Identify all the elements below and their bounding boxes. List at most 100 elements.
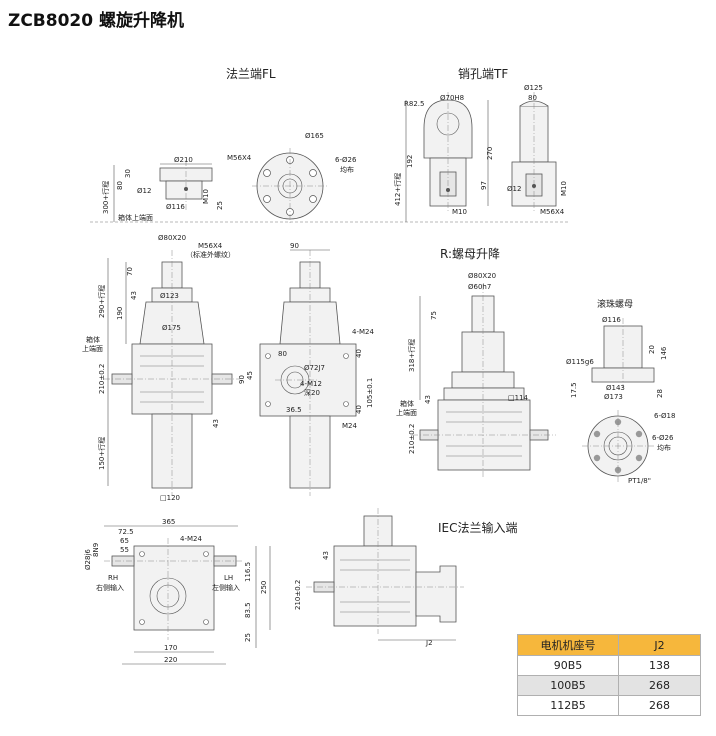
heading-flange-end: 法兰端FL [226,67,276,81]
heading-ball-nut: 滚珠螺母 [597,298,633,310]
dim-fl-d116: Ø116 [166,203,185,211]
dim-side-deep20: 深20 [304,388,320,397]
flange-side-view [159,160,213,212]
heading-nut-lift: R:螺母升降 [440,247,500,261]
dim-fl-m10: M10 [202,189,210,204]
label-r-box-a: 箱体 [400,399,414,408]
table-cell: 268 [618,675,701,696]
dim-bn-pt: PT1/8" [628,477,651,485]
dim-main-290: 290+行程 [97,285,106,318]
dim-top-1165: 116.5 [244,562,252,582]
dim-fl-d12: Ø12 [137,187,151,195]
top-view [104,538,244,640]
dim-main-d80: Ø80X20 [158,234,186,242]
table-header: J2 [618,634,701,656]
dim-r-318: 318+行程 [407,339,416,372]
table-header-row: 电机机座号 J2 [517,634,701,656]
ball-nut-side-view [591,318,655,388]
dim-bn-175: 17.5 [570,382,578,398]
label-r-box-b: 上端面 [396,408,417,417]
table-row: 100B5 268 [517,675,701,696]
dim-fl-m56: M56X4 [227,154,252,162]
dim-tf-r82: R82.5 [404,100,424,108]
dim-main-190: 190 [116,307,124,320]
dim-fl-300: 300+行程 [101,181,110,214]
table-cell: 138 [618,655,701,676]
iec-input-view [306,508,464,634]
dim-bn-20: 20 [648,345,656,354]
page-title: ZCB8020 螺旋升降机 [8,11,184,31]
dim-tf-412: 412+行程 [393,173,402,206]
dim-top-65: 65 [120,537,129,545]
dim-main-210: 210±0.2 [98,364,106,394]
dim-top-d28: Ø28j6 [84,549,92,570]
dim-r-d80: Ø80X20 [468,272,496,280]
label-top-rh: RH [108,574,118,582]
dim-main-150: 150+行程 [97,437,106,470]
nut-lift-view [412,284,556,478]
dim-top-25: 25 [244,633,252,642]
dim-side-90: 90 [290,242,299,250]
dim-fl-d210: Ø210 [174,156,193,164]
dim-main-d175: Ø175 [162,324,181,332]
pin-hole-side-view [511,92,557,212]
dim-side-105: 105±0.1 [366,378,374,408]
label-box-top: 箱体上端面 [118,213,153,222]
table-header: 电机机座号 [517,634,619,656]
flange-front-view [252,148,328,224]
table-cell: 90B5 [517,655,619,676]
ball-nut-front-view [582,410,654,482]
dim-side-40b: 40 [355,405,363,414]
dim-tf-d125: Ø125 [524,84,543,92]
dim-tf-d70: Ø70H8 [440,94,464,102]
dim-side-365: 36.5 [286,406,302,414]
dim-r-75: 75 [430,311,438,320]
dim-tf-270: 270 [486,147,494,160]
dim-main-d123: Ø123 [160,292,179,300]
dim-tf-m10a: M10 [452,208,467,216]
table-cell: 112B5 [517,695,619,716]
label-box-top-b: 上端面 [82,344,103,353]
label-top-lh-cn: 左侧输入 [212,583,240,592]
dim-bn-d115: Ø115g6 [566,358,594,366]
label-fl-even: 均布 [340,165,354,174]
heading-iec-input: IEC法兰输入端 [438,520,518,535]
dim-bn-146: 146 [660,346,668,360]
table-row: 90B5 138 [517,655,701,676]
dim-bn-28: 28 [656,389,664,398]
dim-r-43: 43 [424,395,432,404]
label-main-std: （标准外螺纹） [186,250,235,259]
label-box-top-a: 箱体 [86,335,100,344]
pin-hole-front-view [423,92,473,212]
table-cell: 268 [618,695,701,716]
motor-frame-table: 电机机座号 J2 90B5 138 100B5 268 112B5 268 [517,634,701,716]
dim-top-8n9: 8N9 [92,543,100,557]
dim-tf-192: 192 [406,155,414,168]
dim-r-210: 210±0.2 [408,424,416,454]
dim-bn-6d18: 6-Ø18 [654,412,675,420]
dim-main-43b: 43 [212,419,220,428]
dim-iec-j2: J2 [425,639,433,647]
dim-side-40a: 40 [355,349,363,358]
dim-tf-d12: Ø12 [507,185,521,193]
heading-pin-hole-end: 销孔端TF [458,67,508,81]
dim-side-90v: 90 [238,375,246,384]
dim-fl-25: 25 [216,201,224,210]
dim-main-70: 70 [126,267,134,276]
dim-top-4m24: 4-M24 [180,535,202,543]
dim-main-sq120: □120 [160,494,180,502]
table-row: 112B5 268 [517,695,701,716]
dim-r-d60: Ø60h7 [468,283,491,291]
dim-side-45: 45 [246,371,254,380]
dim-top-170: 170 [164,644,177,652]
dim-side-4m12: 4-M12 [300,380,322,388]
dim-top-725: 72.5 [118,528,134,536]
dim-bn-6d26: 6-Ø26 [652,434,674,442]
dim-bn-d143: Ø143 [606,384,625,392]
dim-side-80: 80 [278,350,287,358]
main-side-view [259,250,357,496]
dim-tf-80: 80 [528,94,537,102]
dim-side-d72: Ø72J7 [304,364,325,372]
dim-tf-m56: M56X4 [540,208,565,216]
